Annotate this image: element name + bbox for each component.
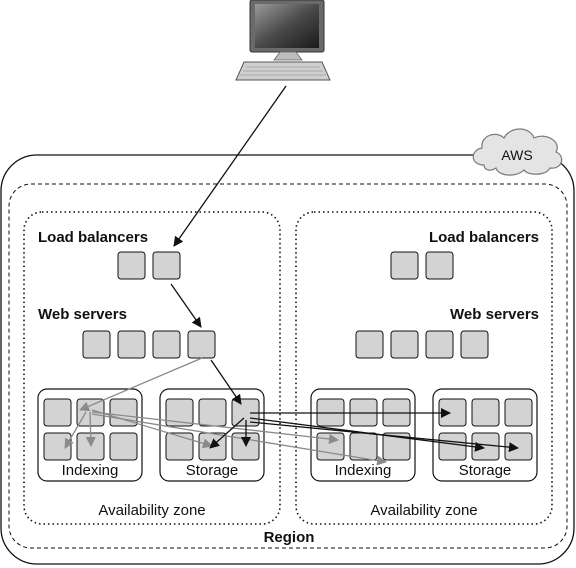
region-container <box>0 154 575 565</box>
indexing-node <box>43 432 72 461</box>
load-balancers-label-left: Load balancers <box>38 229 148 246</box>
indexing-node <box>316 432 345 461</box>
black-arrow <box>210 359 242 405</box>
availability-zone-label-left: Availability zone <box>98 502 205 519</box>
availability-zone-label-right: Availability zone <box>370 502 477 519</box>
gray-arrow <box>64 411 87 449</box>
web-server-nodes-right <box>355 330 489 359</box>
indexing-node <box>349 432 378 461</box>
aws-cloud-icon: AWS <box>472 128 563 176</box>
web-server-node <box>425 330 454 359</box>
aws-label: AWS <box>501 147 532 163</box>
black-arrow <box>249 421 519 453</box>
load-balancer-nodes-right <box>390 251 454 280</box>
black-arrow <box>170 283 202 328</box>
web-servers-label-right: Web servers <box>450 306 539 323</box>
web-server-node <box>152 330 181 359</box>
load-balancer-node <box>390 251 419 280</box>
load-balancer-nodes-left <box>117 251 181 280</box>
availability-zone-right <box>295 211 553 525</box>
availability-zone-left <box>23 211 281 525</box>
web-server-node <box>390 330 419 359</box>
computer-icon <box>235 0 331 81</box>
storage-label-right: Storage <box>459 462 512 479</box>
gray-arrow <box>91 409 213 449</box>
storage-node <box>165 398 194 427</box>
web-server-node <box>117 330 146 359</box>
request-flow-arrows <box>170 85 519 453</box>
web-server-node <box>460 330 489 359</box>
gray-arrow <box>79 357 203 412</box>
indexing-cluster-left <box>37 388 143 482</box>
black-arrow <box>173 85 287 247</box>
storage-node <box>471 398 500 427</box>
web-server-nodes-left <box>82 330 216 359</box>
storage-label-left: Storage <box>186 462 239 479</box>
storage-cluster-right <box>432 388 538 482</box>
indexing-flow-arrows <box>64 357 387 466</box>
indexing-nodes-right <box>316 398 411 461</box>
web-server-node <box>355 330 384 359</box>
gray-arrow <box>91 411 339 444</box>
load-balancer-node <box>152 251 181 280</box>
indexing-label-left: Indexing <box>62 462 119 479</box>
load-balancer-node <box>117 251 146 280</box>
storage-node <box>438 432 467 461</box>
web-server-node <box>187 330 216 359</box>
region-label: Region <box>264 529 315 546</box>
gray-arrow <box>85 411 96 447</box>
indexing-node <box>43 398 72 427</box>
storage-node <box>504 398 533 427</box>
web-servers-label-left: Web servers <box>38 306 127 323</box>
indexing-node <box>109 398 138 427</box>
indexing-label-right: Indexing <box>335 462 392 479</box>
load-balancers-label-right: Load balancers <box>429 229 539 246</box>
web-server-node <box>82 330 111 359</box>
indexing-node <box>382 432 411 461</box>
indexing-cluster-right <box>310 388 416 482</box>
storage-nodes-right <box>438 398 533 461</box>
region-boundary <box>8 183 568 549</box>
storage-node <box>165 432 194 461</box>
load-balancer-node <box>425 251 454 280</box>
storage-node <box>198 398 227 427</box>
black-arrow <box>209 417 245 449</box>
storage-cluster-left <box>159 388 265 482</box>
gray-arrow <box>91 413 387 466</box>
indexing-node <box>109 432 138 461</box>
